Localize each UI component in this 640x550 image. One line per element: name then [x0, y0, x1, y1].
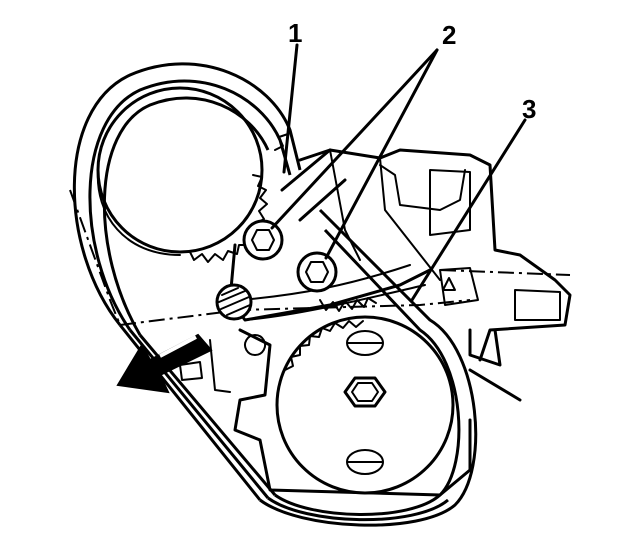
camshaft-sprocket-icon [96, 86, 289, 263]
crank-bolt-icon [343, 376, 387, 408]
pivot-pin-icon [215, 283, 253, 321]
bolt-icon [296, 251, 338, 293]
callout-1: 1 [288, 18, 302, 48]
leader-line-3 [410, 118, 527, 302]
direction-arrow-icon [116, 333, 213, 394]
leader-line-2b [324, 48, 439, 260]
head-centerline [69, 189, 121, 326]
timing-belt [72, 62, 478, 527]
callout-2: 2 [442, 20, 456, 50]
engine-block-outline [179, 148, 572, 497]
gasket-line [439, 269, 571, 276]
crankshaft-sprocket-icon [275, 315, 455, 495]
leader-line-1 [282, 43, 299, 174]
bolt-icon [242, 219, 284, 261]
callout-3: 3 [522, 94, 536, 124]
leader-line-2a [270, 48, 439, 230]
